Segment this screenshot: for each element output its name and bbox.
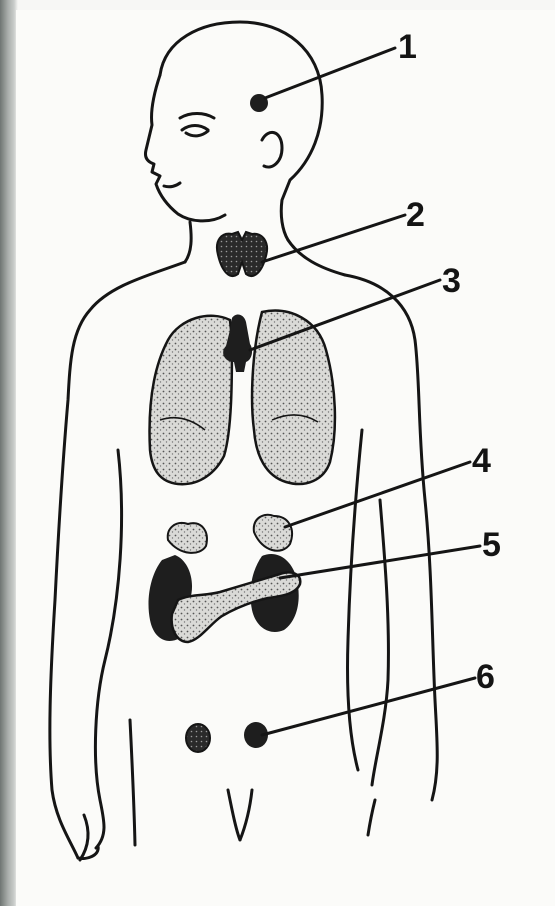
leader-6 [262, 678, 475, 735]
hip-left [130, 720, 135, 845]
right-arm-inner [347, 430, 362, 770]
lung-right [252, 311, 335, 484]
left-hand [78, 815, 98, 860]
label-1: 1 [398, 28, 417, 66]
number-labels: 1 2 3 4 5 6 [398, 28, 501, 696]
mouth [164, 183, 180, 187]
left-adrenal [168, 523, 207, 553]
body-outline [50, 22, 437, 860]
crotch [228, 790, 252, 840]
right-arm-mid [372, 500, 388, 785]
label-2: 2 [406, 196, 425, 234]
ear [262, 132, 282, 167]
brow [180, 114, 214, 119]
label-3: 3 [442, 262, 461, 300]
right-hand [368, 800, 375, 835]
torso-right [345, 275, 437, 800]
leader-1 [265, 48, 395, 98]
label-5: 5 [482, 526, 501, 564]
face-profile [145, 75, 225, 221]
neck-left [185, 222, 191, 262]
leader-2 [262, 215, 405, 262]
lung-left [150, 316, 232, 484]
right-adrenal [254, 515, 292, 551]
left-arm-inner [95, 450, 121, 848]
organ-thyroid [217, 232, 267, 276]
organ-gonads [186, 722, 268, 752]
head-outline [160, 22, 322, 240]
leader-5 [280, 546, 480, 578]
label-4: 4 [472, 442, 491, 480]
label-6: 6 [476, 658, 495, 696]
eye [182, 126, 208, 136]
